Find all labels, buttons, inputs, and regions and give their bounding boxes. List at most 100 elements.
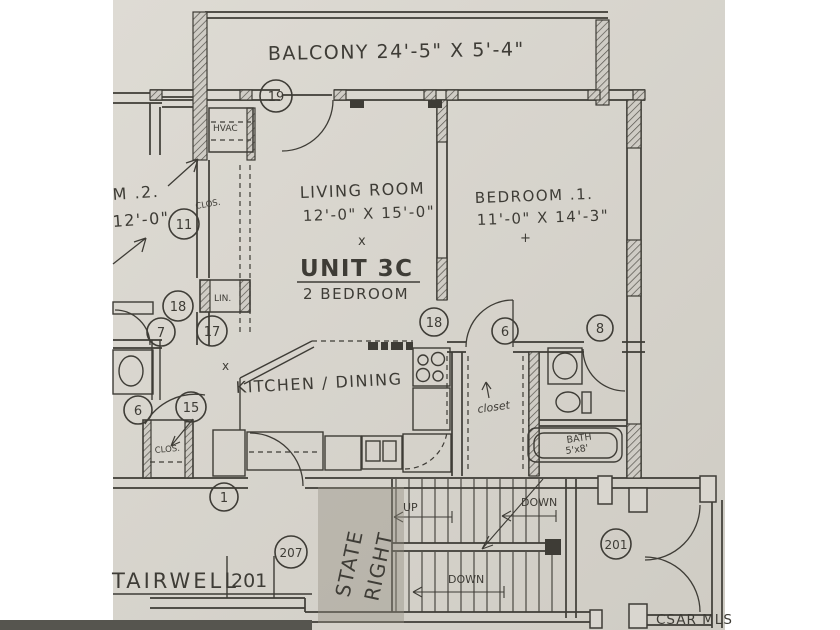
sink-basin	[365, 440, 381, 462]
marker-circle	[586, 314, 614, 342]
stairs-up-label: UP	[403, 501, 418, 514]
hall-x-mark: x	[222, 359, 229, 373]
bath-label-line2: 5'x8'	[565, 443, 589, 457]
marker-label: 17	[204, 325, 221, 340]
door-jambs	[589, 475, 717, 629]
kitchen-cabinet	[212, 429, 246, 477]
highlight-band	[318, 487, 404, 623]
stair-newel	[545, 539, 561, 555]
door-swing-arrow	[112, 237, 147, 265]
lower-closet-box	[142, 419, 194, 479]
kitchen-sink	[361, 435, 403, 470]
hvac-closet-box	[208, 107, 254, 153]
bath-sink-bowl	[552, 352, 578, 380]
stairwell-label: TAIRWELL	[111, 569, 239, 593]
marker-label: 207	[280, 546, 303, 560]
marker-label: 18	[426, 316, 443, 331]
bedroom2-label-partial: M .2.	[112, 182, 160, 204]
marker-circle	[259, 79, 293, 113]
marker-circle	[196, 315, 228, 347]
marker-circle	[162, 290, 194, 322]
clos-pointer-arrow	[170, 418, 194, 447]
marker-18b: 18	[419, 307, 449, 337]
marker-label: 6	[134, 404, 142, 419]
kitchen-counter	[402, 433, 452, 473]
stair-break-line	[481, 478, 544, 550]
marker-circle	[274, 535, 308, 569]
closet-lower-label: CLOS.	[154, 444, 180, 456]
stairs-down-upper-label: DOWN	[521, 496, 557, 509]
marker-label: 11	[176, 218, 193, 233]
refrigerator	[412, 387, 451, 431]
sink-basin	[382, 440, 397, 462]
annotation-arrows	[170, 381, 492, 447]
bathroom-door-arc	[582, 348, 626, 392]
stairs	[393, 478, 557, 612]
closet-boxes	[142, 107, 254, 479]
bath-sink-counter	[547, 347, 583, 385]
closet-arrow	[481, 381, 492, 399]
marker-label: 18	[170, 300, 187, 315]
toilet-bowl	[555, 391, 581, 413]
stove-burner	[432, 370, 444, 382]
watermark: CSAR MLS	[656, 612, 733, 628]
marker-6a: 6	[123, 395, 153, 425]
upper-cabinet-symbols	[350, 100, 442, 350]
bedroom1-plus-mark: +	[520, 231, 531, 246]
window-symbol	[350, 100, 364, 108]
marker-17: 17	[196, 315, 228, 347]
stairs-down-lower-label: DOWN	[448, 573, 484, 586]
balcony-door-arc	[281, 99, 334, 152]
double-door-arcs	[644, 504, 701, 613]
window-symbol	[428, 100, 442, 108]
marker-15: 15	[175, 391, 207, 423]
marker-label: 7	[157, 326, 165, 341]
closet-center-label: closet	[477, 398, 512, 416]
marker-circle	[168, 208, 200, 240]
dimension-marks	[113, 281, 420, 598]
marker-circle	[146, 317, 176, 347]
hvac-label: HVAC	[213, 124, 238, 134]
marker-label: 6	[501, 325, 509, 340]
marker-label: 19	[268, 90, 285, 105]
bedroom1-dims: 11'-0" X 14'-3"	[477, 206, 610, 229]
living-room-label: LIVING ROOM	[299, 179, 425, 202]
marker-circle	[175, 391, 207, 423]
marker-circle	[600, 528, 632, 560]
stair-treads-upper	[395, 479, 540, 543]
marker-7: 7	[146, 317, 176, 347]
marker-circle	[209, 482, 239, 512]
stair-treads-lower	[395, 552, 553, 612]
down-arrow-lower	[412, 586, 505, 598]
marker-label: 8	[596, 322, 604, 337]
marker-label: 1	[220, 491, 228, 506]
marker-201: 201	[600, 528, 632, 560]
living-room-x-mark: x	[358, 234, 366, 249]
dashed-lines	[150, 121, 524, 470]
paper	[113, 0, 725, 630]
closet-door-arc	[465, 299, 514, 348]
kitchen-fixtures	[212, 340, 452, 477]
bath-label-line1: BATH	[566, 432, 593, 446]
kitchen-wall-diagonal	[239, 340, 315, 430]
marker-6b: 6	[491, 317, 519, 345]
photo-edge-strip	[0, 620, 312, 630]
bathtub-inner	[533, 432, 618, 459]
down-arrow-upper	[501, 510, 557, 522]
marker-label: 15	[183, 401, 200, 416]
left-wall-stub	[151, 340, 161, 400]
linen-label: LIN.	[214, 294, 231, 304]
stove	[412, 347, 451, 387]
marker-1: 1	[209, 482, 239, 512]
stove-burner	[415, 367, 431, 383]
unit-subtitle: 2 BEDROOM	[303, 285, 409, 303]
marker-18a: 18	[162, 290, 194, 322]
balcony-label: BALCONY 24'-5" X 5'-4"	[268, 39, 525, 65]
vanity-bowl	[118, 355, 144, 387]
kitchen-cabinet	[324, 435, 362, 471]
wall-columns	[142, 11, 646, 479]
bathtub	[527, 427, 623, 463]
marker-circle	[419, 307, 449, 337]
